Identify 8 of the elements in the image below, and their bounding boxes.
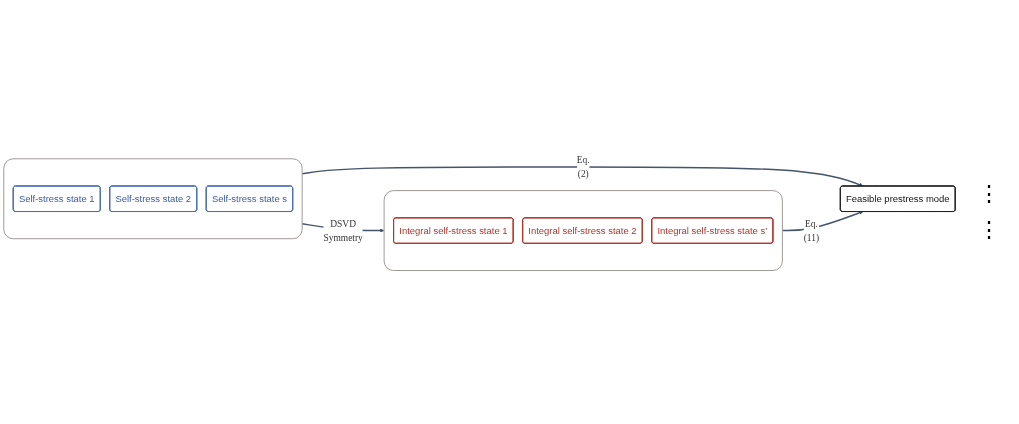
edge-label: Eq. (11) <box>803 218 820 244</box>
ellipsis-dots: ⋮ <box>978 181 1000 207</box>
cluster <box>383 190 783 272</box>
arrow <box>301 166 864 187</box>
edge-label: DSVD Symmetry <box>323 218 363 244</box>
edge-label: Eq. (2) <box>576 155 590 180</box>
ellipsis-dots: ⋮ <box>978 217 1000 243</box>
cluster <box>3 158 303 240</box>
